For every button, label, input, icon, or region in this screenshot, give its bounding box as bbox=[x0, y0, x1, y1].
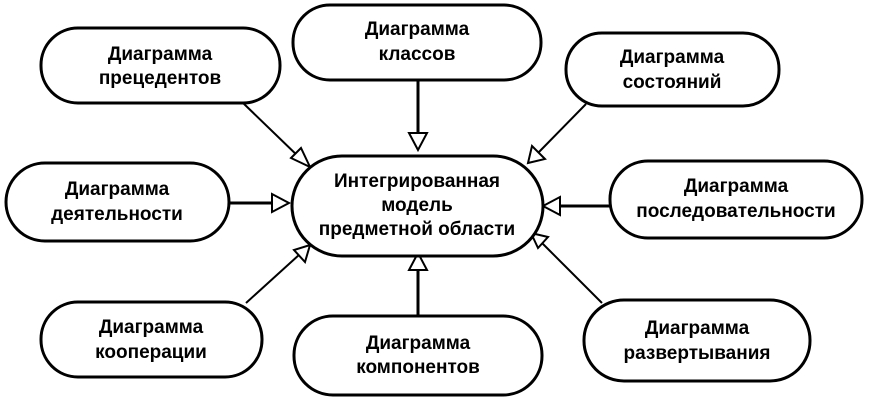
node-deployment-shape bbox=[582, 298, 812, 383]
edge-states bbox=[526, 103, 587, 165]
node-activity-line1: Диаграмма bbox=[65, 179, 170, 200]
node-deployment-line2: развертывания bbox=[624, 343, 771, 364]
edge-classes bbox=[407, 80, 429, 153]
node-precedents-line2: прецедентов bbox=[99, 68, 221, 89]
node-activity-line2: деятельности bbox=[51, 204, 183, 225]
edge-deployment bbox=[529, 231, 603, 304]
edge-components bbox=[407, 250, 429, 316]
node-states-line2: состояний bbox=[623, 72, 722, 93]
node-deployment-line1: Диаграмма bbox=[645, 318, 750, 339]
node-precedents-line1: Диаграмма bbox=[108, 44, 213, 65]
node-sequence-line2: последовательности bbox=[636, 201, 835, 222]
center-node-shape bbox=[290, 154, 545, 258]
node-cooperation-line1: Диаграмма bbox=[99, 317, 204, 338]
node-classes-line2: классов bbox=[379, 44, 456, 65]
node-sequence-line1: Диаграмма bbox=[684, 176, 789, 197]
edge-precedents bbox=[241, 101, 313, 170]
node-components-line2: компонентов bbox=[356, 357, 480, 378]
center-title-line2: модель bbox=[381, 195, 453, 216]
center-node: Интегрированная модель предметной област… bbox=[290, 154, 545, 258]
node-deployment: Диаграмма развертывания bbox=[582, 298, 812, 383]
node-components-line1: Диаграмма bbox=[366, 333, 471, 354]
node-classes-line1: Диаграмма bbox=[365, 19, 470, 40]
node-classes: Диаграмма классов bbox=[291, 3, 543, 82]
node-cooperation-line2: кооперации bbox=[95, 342, 207, 363]
node-cooperation: Диаграмма кооперации bbox=[39, 300, 264, 379]
node-states-line1: Диаграмма bbox=[620, 47, 725, 68]
node-sequence-shape bbox=[608, 159, 864, 240]
node-precedents: Диаграмма прецедентов bbox=[39, 26, 282, 105]
edge-sequence bbox=[540, 195, 610, 217]
node-precedents-shape bbox=[39, 26, 282, 105]
node-classes-shape bbox=[291, 3, 543, 82]
edge-activity bbox=[229, 192, 292, 214]
node-components: Диаграмма компонентов bbox=[292, 314, 544, 397]
node-states: Диаграмма состояний bbox=[564, 31, 781, 108]
node-activity-shape bbox=[4, 161, 231, 243]
node-activity: Диаграмма деятельности bbox=[4, 161, 231, 243]
center-title-line1: Интегрированная bbox=[334, 171, 500, 192]
edge-cooperation bbox=[245, 243, 312, 304]
center-title-line3: предметной области bbox=[319, 219, 516, 240]
node-sequence: Диаграмма последовательности bbox=[608, 159, 864, 240]
node-cooperation-shape bbox=[39, 300, 264, 379]
node-components-shape bbox=[292, 314, 544, 397]
node-states-shape bbox=[564, 31, 781, 108]
